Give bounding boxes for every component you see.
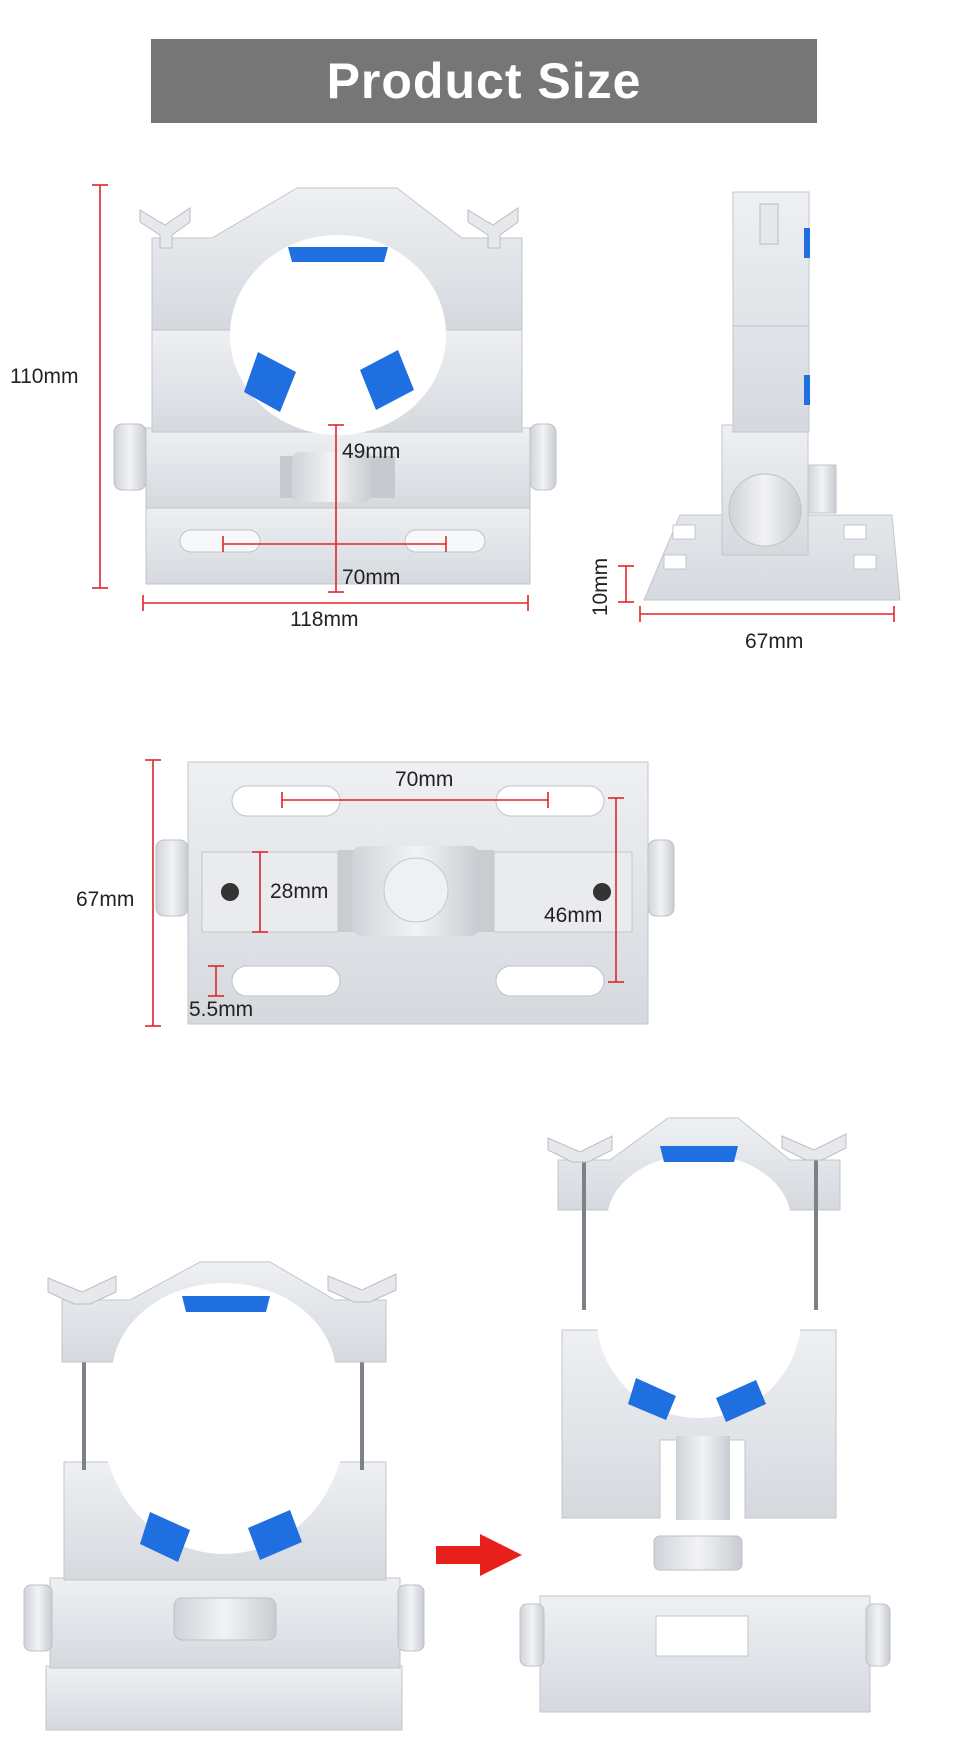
side-view-holder xyxy=(643,191,901,601)
front-center-height-label: 49mm xyxy=(342,440,401,463)
top-block-width-label: 28mm xyxy=(270,880,329,903)
side-base-thickness-label: 10mm xyxy=(589,557,613,617)
front-height-label: 110mm xyxy=(10,365,79,388)
top-depth-label: 67mm xyxy=(76,888,135,911)
front-view-holder xyxy=(113,187,557,585)
top-slot-width-label: 5.5mm xyxy=(189,998,254,1021)
top-dimension-lines xyxy=(145,759,624,1027)
banner-title: Product Size xyxy=(326,53,642,109)
assembled-holder xyxy=(23,1261,425,1731)
red-arrow-icon xyxy=(436,1534,522,1576)
top-rail-span-label: 46mm xyxy=(544,904,603,927)
title-banner: Product Size xyxy=(151,39,817,123)
exploded-holder-parts xyxy=(519,1117,891,1713)
front-dimension-lines xyxy=(92,184,529,611)
front-width-label: 118mm xyxy=(290,608,359,631)
side-depth-label: 67mm xyxy=(745,630,804,653)
front-slot-spacing-label: 70mm xyxy=(342,566,401,589)
side-dimension-lines xyxy=(618,565,895,622)
top-slot-spacing-label: 70mm xyxy=(395,768,454,791)
top-view-holder xyxy=(155,761,675,1025)
